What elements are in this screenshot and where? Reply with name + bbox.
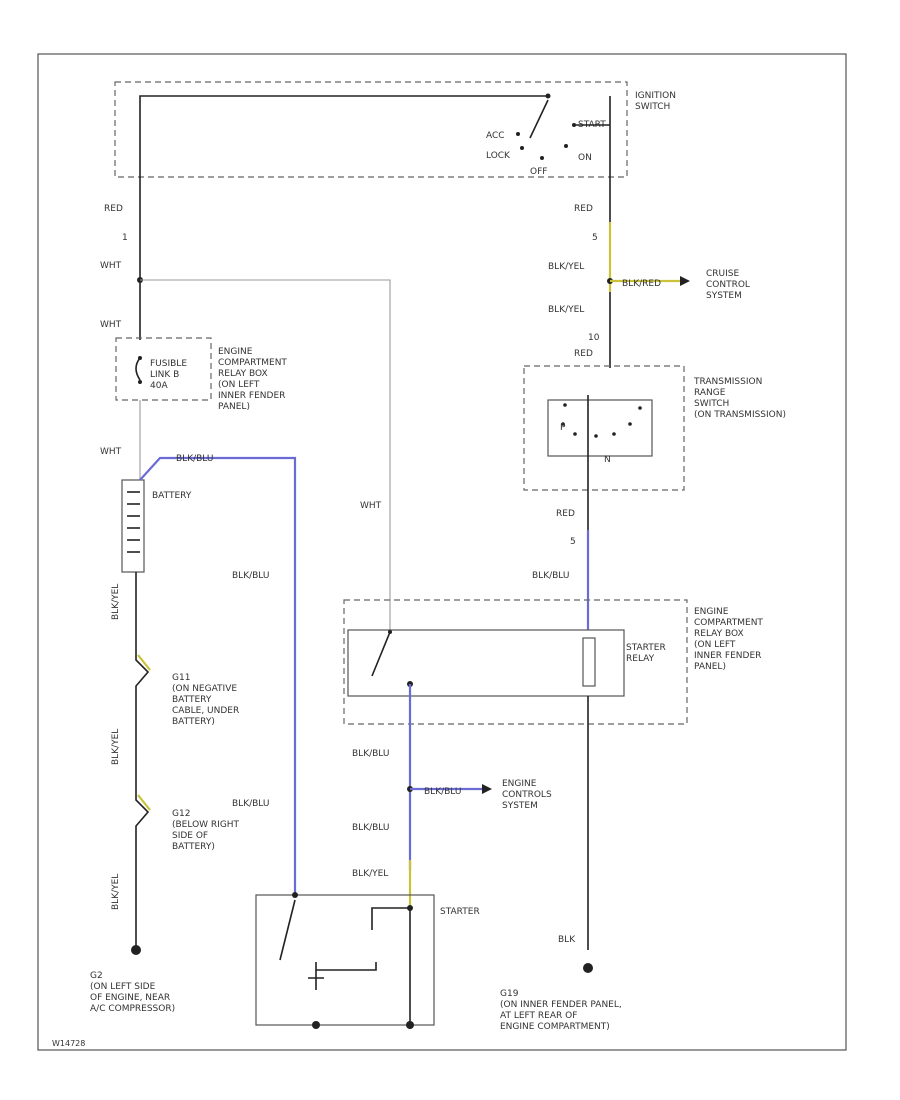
pin-5b: 5 xyxy=(570,537,576,547)
wire-blkblu-label: BLK/BLU xyxy=(424,787,461,797)
ign-acc-label: ACC xyxy=(486,131,505,141)
starter-label: STARTER xyxy=(440,907,480,917)
battery-label: BATTERY xyxy=(152,491,192,501)
conn-wht-2: WHT xyxy=(100,320,122,330)
conn-blkyel-s: BLK/YEL xyxy=(352,869,388,879)
conn-blkblu-right: BLK/BLU xyxy=(532,571,569,581)
g19-label: G19(ON INNER FENDER PANEL,AT LEFT REAR O… xyxy=(500,989,622,1032)
conn-blkyel-g2: BLK/YEL xyxy=(111,729,121,765)
conn-blkyel-1: BLK/YEL xyxy=(548,262,584,272)
conn-blkblu-m1: BLK/BLU xyxy=(352,749,389,759)
ign-lock-label: LOCK xyxy=(486,151,511,161)
tr-pos-p: P xyxy=(560,423,566,433)
diagram-frame xyxy=(37,53,847,1051)
conn-blkblu-left: BLK/BLU xyxy=(232,571,269,581)
wire-blkred-label: BLK/RED xyxy=(622,279,661,289)
conn-wht-3: WHT xyxy=(100,447,122,457)
conn-wht-1: WHT xyxy=(100,261,122,271)
pin-10: 10 xyxy=(588,333,600,343)
pin-5-right: 5 xyxy=(592,233,598,243)
battery: BATTERY BLK/BLU xyxy=(121,454,297,895)
conn-red-tr: RED xyxy=(574,349,593,359)
pin-1-left: 1 xyxy=(122,233,128,243)
conn-blkyel-g3: BLK/YEL xyxy=(111,874,121,910)
ign-on-label: ON xyxy=(578,153,592,163)
conn-red-trb: RED xyxy=(556,509,575,519)
diagram-code: W14728 xyxy=(52,1039,85,1048)
wire-blk-label: BLK xyxy=(558,935,576,945)
conn-red-right: RED xyxy=(574,204,593,214)
conn-blkblu-m3: BLK/BLU xyxy=(232,799,269,809)
ign-off-label: OFF xyxy=(530,167,547,177)
conn-red-left: RED xyxy=(104,204,123,214)
conn-blkblu-battery: BLK/BLU xyxy=(176,454,213,464)
conn-blkblu-m2: BLK/BLU xyxy=(352,823,389,833)
wire-wht-label: WHT xyxy=(360,501,382,511)
conn-blkyel-g1: BLK/YEL xyxy=(111,584,121,620)
tr-pos-n: N xyxy=(604,455,611,465)
starter: STARTER BLK G19(ON INNER FENDER PANEL,AT… xyxy=(255,892,622,1032)
conn-blkyel-2: BLK/YEL xyxy=(548,305,584,315)
